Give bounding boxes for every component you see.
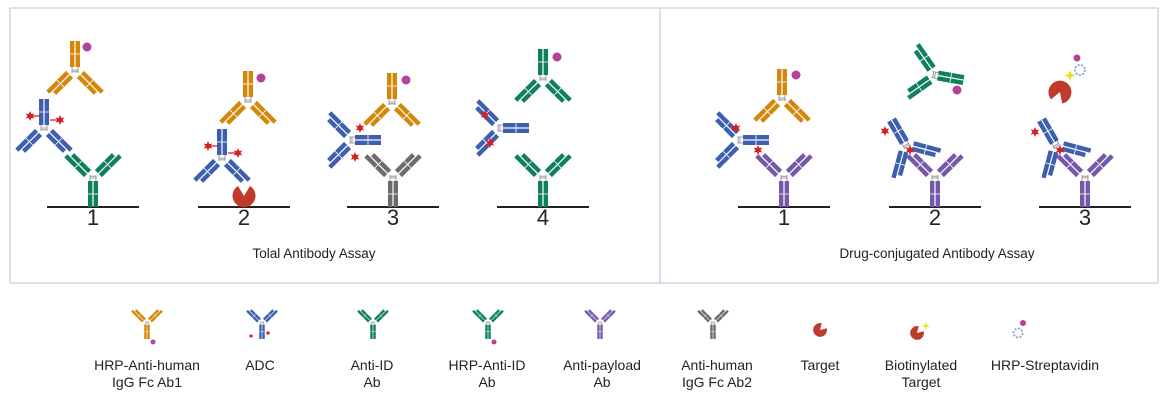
step-number: 1	[777, 205, 791, 230]
legend-label: Ab	[363, 374, 381, 390]
panel-title-drug-conjugated: Drug-conjugated Antibody Assay	[839, 246, 1035, 261]
total-step-2-figure	[192, 70, 278, 208]
adc-icon	[245, 307, 279, 340]
step-number: 2	[928, 205, 942, 230]
legend-label: HRP-Streptavidin	[990, 357, 1100, 373]
legend-item: HRP-Streptavidin	[980, 357, 1110, 374]
hrp-streptavidin-icon	[1012, 320, 1026, 339]
legend-label: HRP-Anti-human	[94, 357, 200, 373]
legend-label: Ab	[478, 374, 496, 390]
legend-label: IgG Fc Ab2	[681, 374, 753, 390]
legend-label: Anti-ID	[350, 357, 394, 373]
legend-label: Ab	[593, 374, 611, 390]
step-number: 4	[536, 205, 550, 230]
legend-label: Anti-human	[681, 357, 753, 373]
legend-icons	[130, 307, 1026, 345]
target-icon	[810, 320, 830, 340]
total-step-3-figure	[323, 72, 423, 208]
step-number: 2	[237, 205, 251, 230]
legend-label: Target	[800, 357, 840, 373]
legend-item: ADC	[195, 357, 325, 374]
legend-item: Target	[755, 357, 885, 374]
hrp-anti-human-igg-icon	[130, 307, 164, 345]
panel-border	[9, 7, 1159, 284]
anti-id-ab-icon	[356, 307, 390, 340]
legend-label: Biotinylated	[884, 357, 958, 373]
legend-label: IgG Fc Ab1	[111, 374, 183, 390]
hrp-anti-id-ab-icon	[471, 307, 505, 345]
legend-label: ADC	[245, 357, 275, 373]
step-number: 3	[1078, 205, 1092, 230]
dar-step-1-figure	[711, 68, 814, 208]
step-number: 3	[386, 205, 400, 230]
biotinylated-target-icon	[907, 322, 930, 343]
anti-payload-ab-icon	[583, 307, 617, 340]
dar-step-3-figure	[1016, 54, 1115, 208]
total-step-1-figure	[14, 40, 123, 208]
dar-step-2-figure	[866, 41, 970, 208]
total-step-4-figure	[471, 48, 573, 208]
panel-title-total: Tolal Antibody Assay	[252, 246, 376, 261]
legend-label: HRP-Anti-ID	[448, 357, 526, 373]
legend-label: Target	[901, 374, 941, 390]
anti-human-igg-ab2-icon	[696, 307, 730, 340]
step-number: 1	[86, 205, 100, 230]
legend-label: Anti-payload	[563, 357, 641, 373]
